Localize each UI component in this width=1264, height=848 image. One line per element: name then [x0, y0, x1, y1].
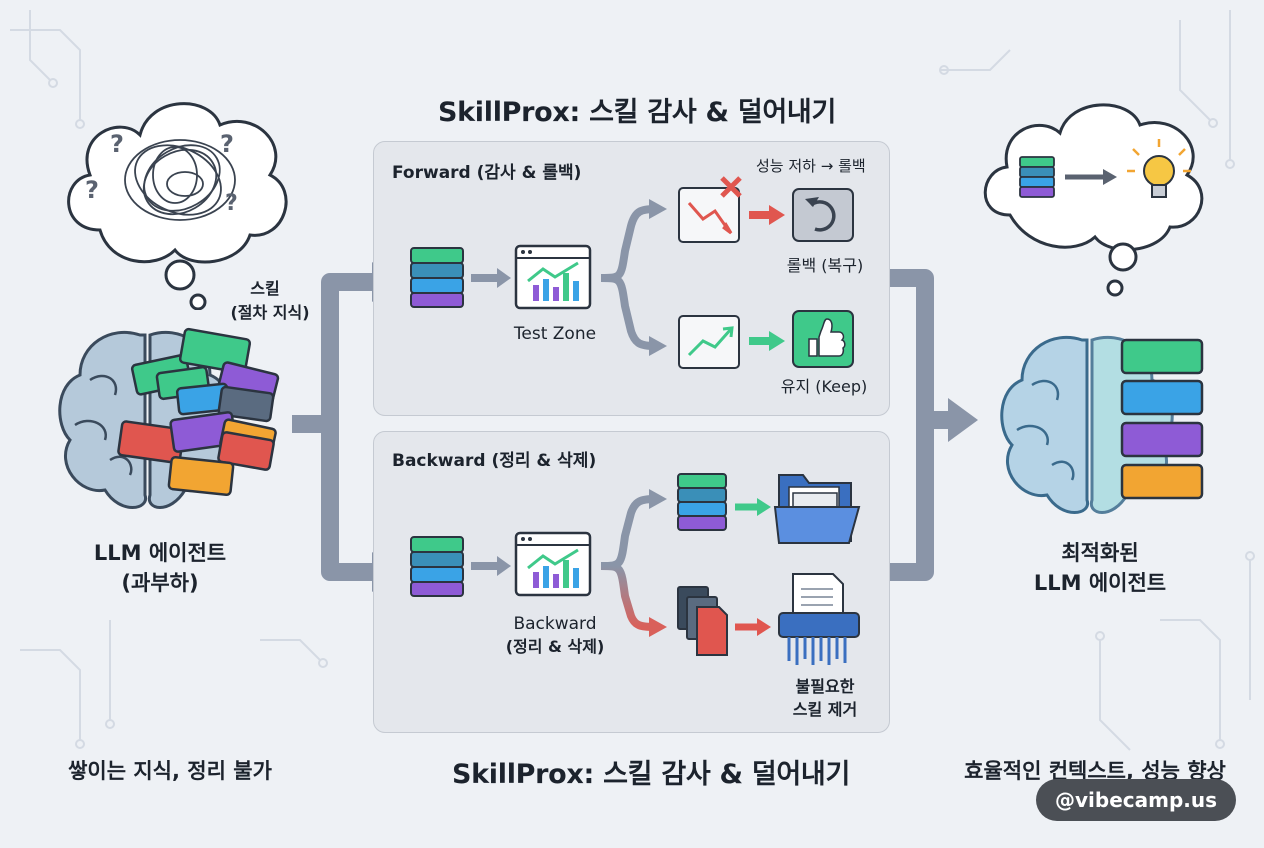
- confused-thought-cloud: ? ? ? ?: [67, 102, 288, 310]
- agent-label-line2: (과부하): [121, 571, 199, 595]
- test-zone-window-icon: [514, 244, 592, 310]
- title-bottom: SkillProx: 스킬 감사 & 덜어내기: [452, 759, 850, 790]
- vibecamp-badge[interactable]: @vibecamp.us: [1036, 779, 1236, 821]
- overloaded-brain: [58, 327, 280, 509]
- decline-chart-icon: [678, 176, 742, 243]
- svg-text:?: ?: [85, 176, 99, 204]
- remove-label-line2: 스킬 제거: [792, 700, 858, 719]
- shredder-icon: [778, 573, 860, 665]
- idea-thought-cloud: [983, 103, 1204, 297]
- svg-text:?: ?: [220, 130, 234, 158]
- optimized-agent-line1: 최적화된: [1061, 541, 1139, 565]
- left-split-connector: [292, 273, 378, 581]
- backward-zone-window-icon: [514, 531, 592, 597]
- optimized-agent-line2: LLM 에이전트: [1033, 571, 1167, 595]
- optimized-brain: [1000, 335, 1204, 514]
- decline-rollback-note: 성능 저하 → 롤백: [756, 157, 866, 175]
- arrow-head-merge: [948, 398, 978, 442]
- keep-label: 유지 (Keep): [780, 377, 868, 396]
- backward-flow: [410, 473, 861, 665]
- right-merge-connector: [890, 269, 950, 581]
- skill-label-line2: (절차 지식): [230, 303, 310, 322]
- skill-stack-icon-backward: [410, 536, 464, 597]
- folder-icon: [773, 474, 861, 544]
- skill-cards-pile: [117, 327, 280, 497]
- skill-label-line1: 스킬: [250, 279, 280, 298]
- test-zone-label: Test Zone: [513, 324, 597, 344]
- thumbs-up-icon: [792, 310, 854, 368]
- rollback-icon: [792, 188, 854, 242]
- organized-skill-stack: [1120, 338, 1204, 500]
- backward-zone-label-line2: (정리 & 삭제): [505, 637, 605, 656]
- forward-title: Forward (감사 & 롤백): [392, 163, 582, 183]
- rollback-label: 롤백 (복구): [786, 256, 864, 275]
- cross-icon: [720, 176, 742, 198]
- agent-label-line1: LLM 에이전트: [93, 541, 227, 565]
- rise-chart-icon: [678, 315, 740, 369]
- svg-text:?: ?: [110, 130, 124, 158]
- documents-icon: [677, 586, 728, 656]
- kept-skill-stack-icon: [677, 473, 727, 531]
- skill-stack-icon: [410, 247, 464, 308]
- backward-zone-label-line1: Backward: [513, 614, 597, 634]
- forward-flow: [410, 176, 854, 369]
- circuit-decoration: [10, 10, 1255, 751]
- title-top: SkillProx: 스킬 감사 & 덜어내기: [438, 97, 836, 128]
- tangled-scribble-icon: [124, 139, 236, 221]
- backward-title: Backward (정리 & 삭제): [392, 451, 597, 471]
- remove-label-line1: 불필요한: [795, 677, 855, 696]
- stack-icon-small: [1019, 156, 1055, 198]
- lightbulb-icon: [1127, 139, 1191, 198]
- left-caption: 쌓이는 지식, 정리 불가: [68, 759, 272, 783]
- svg-text:?: ?: [225, 191, 238, 216]
